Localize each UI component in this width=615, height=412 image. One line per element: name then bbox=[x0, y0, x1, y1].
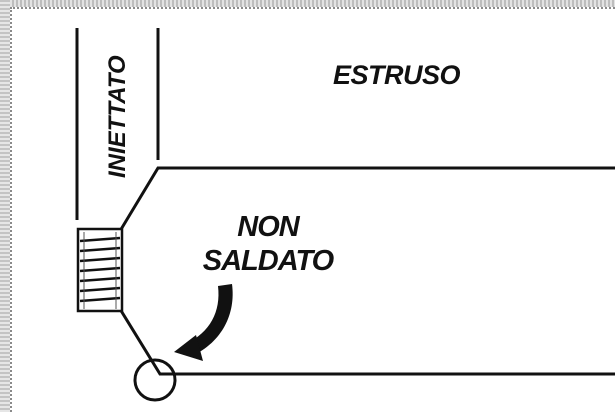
not-welded-line1: NON bbox=[237, 211, 299, 243]
injected-label: INIETTATO bbox=[104, 55, 131, 178]
thread-coil-icon bbox=[76, 227, 124, 313]
page-frame-top bbox=[0, 0, 615, 7]
not-welded-label: NON SALDATO bbox=[198, 210, 338, 278]
page-frame-left bbox=[0, 0, 10, 412]
curved-arrow-icon bbox=[174, 284, 233, 361]
circle-marker-icon bbox=[133, 358, 177, 402]
extruded-label: ESTRUSO bbox=[333, 60, 461, 90]
tube-top-outline bbox=[118, 166, 615, 232]
not-welded-line2: SALDATO bbox=[202, 245, 334, 277]
page-frame-dotted-left bbox=[10, 7, 12, 412]
tube-bottom-outline bbox=[118, 308, 615, 376]
page-frame-dotted-top bbox=[10, 7, 615, 9]
